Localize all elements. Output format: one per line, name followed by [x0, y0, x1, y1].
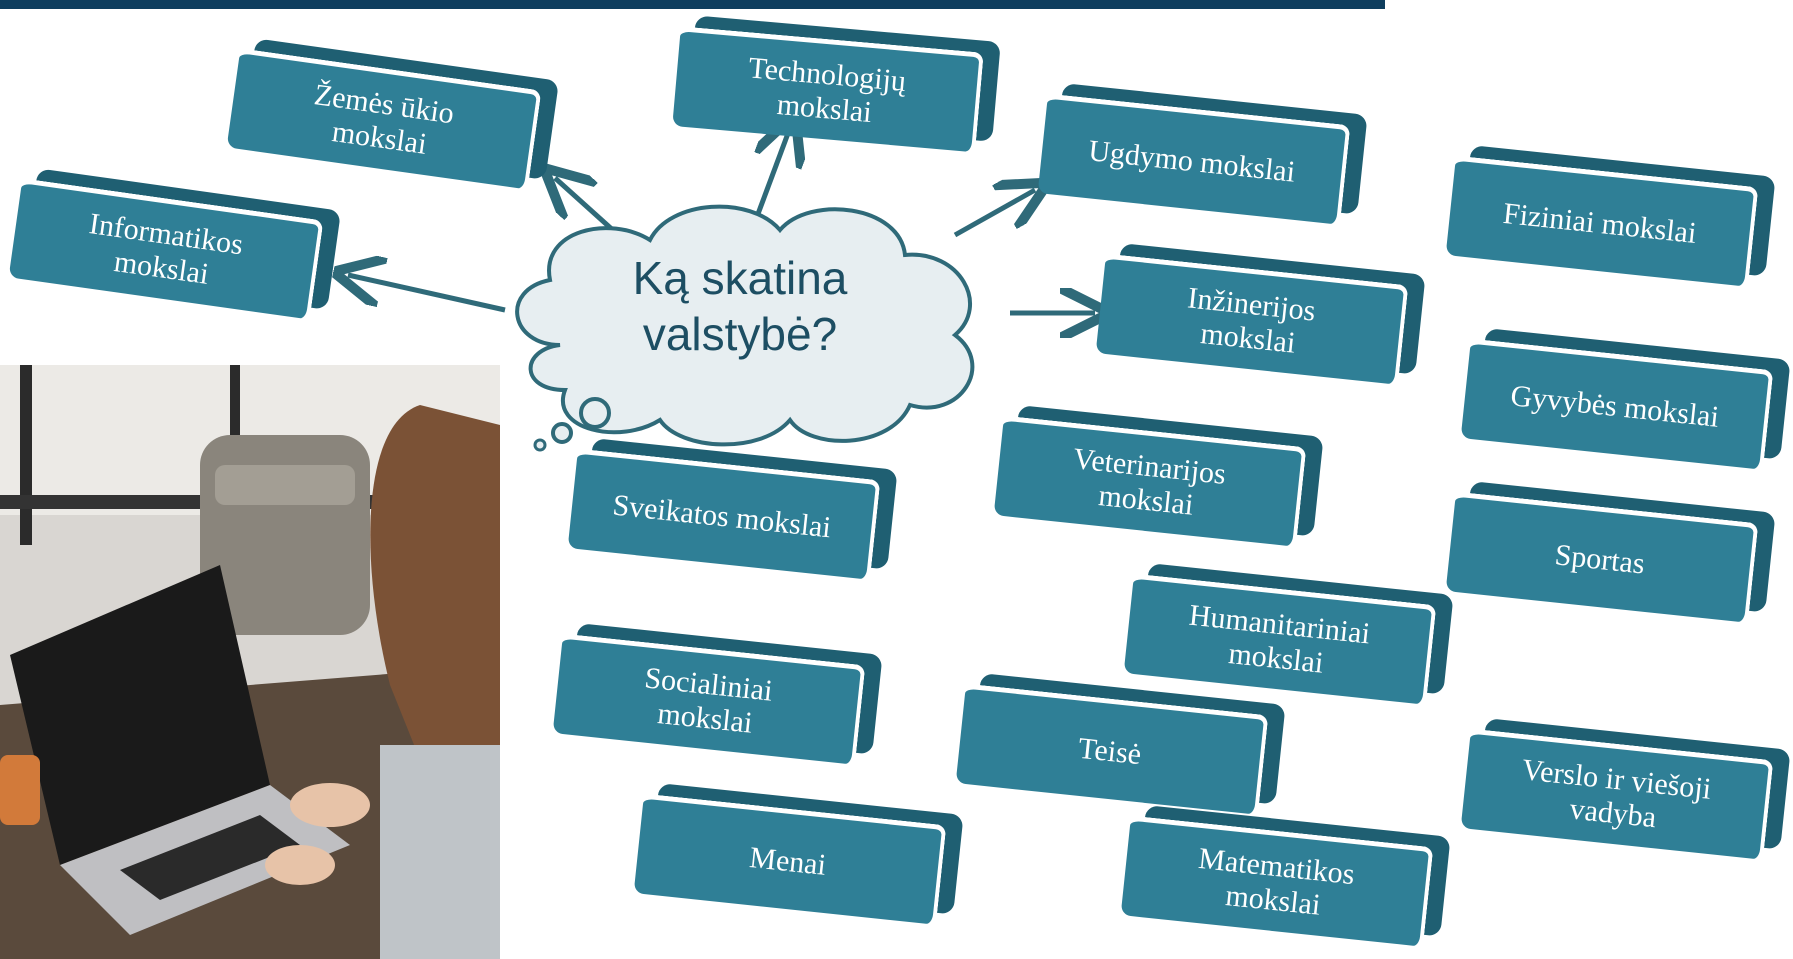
tile-sveikatos: Sveikatos mokslai	[567, 438, 898, 582]
tile-fiziniai: Fiziniai mokslai	[1445, 145, 1776, 289]
tile-inzinerijos: Inžinerijos mokslai	[1095, 243, 1426, 387]
tile-humanitariniai: Humanitariniai mokslai	[1123, 563, 1454, 707]
thought-cloud	[515, 204, 975, 452]
tile-informatikos: Informatikos mokslai	[8, 168, 342, 322]
tile-label: Informatikos mokslai	[8, 178, 324, 320]
tile-veterinarijos: Veterinarijos mokslai	[993, 405, 1324, 549]
tile-verslo: Verslo ir viešoji vadyba	[1460, 718, 1791, 862]
tile-socialiniai: Socialiniai mokslai	[552, 623, 883, 767]
tile-menai: Menai	[633, 783, 964, 927]
arrow-informatikos	[348, 275, 506, 313]
center-question-line1: Ką skatina	[632, 252, 848, 304]
tile-matematikos: Matematikos mokslai	[1120, 805, 1451, 949]
tile-gyvybes: Gyvybės mokslai	[1460, 328, 1791, 472]
tile-ugdymo: Ugdymo mokslai	[1037, 83, 1368, 227]
top-bar	[0, 0, 1385, 9]
laptop-photo	[0, 365, 500, 959]
tile-zemes-ukio: Žemės ūkio mokslai	[226, 38, 560, 192]
tile-label: Žemės ūkio mokslai	[226, 48, 542, 190]
center-question: Ką skatina valstybė?	[560, 250, 920, 362]
tile-sportas: Sportas	[1445, 481, 1776, 625]
tile-teise: Teisė	[955, 673, 1286, 817]
center-question-line2: valstybė?	[642, 308, 838, 361]
tile-technologiju: Technologijų mokslai	[672, 15, 1001, 154]
